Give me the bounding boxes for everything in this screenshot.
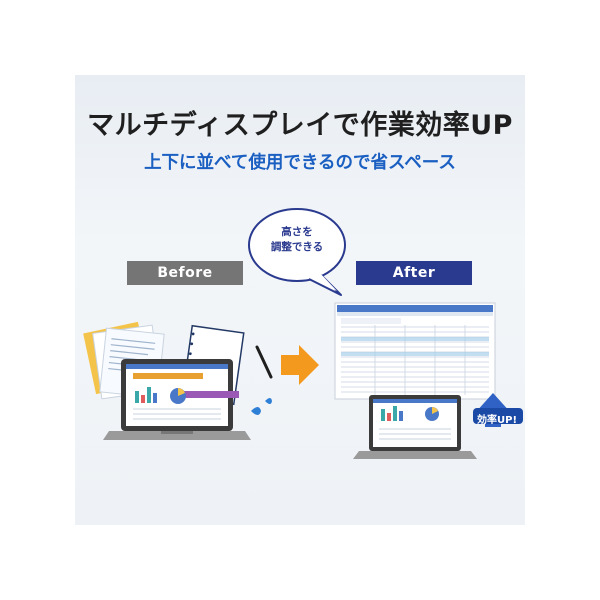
headline: マルチディスプレイで作業効率UP: [87, 110, 513, 141]
speech-bubble: [248, 208, 346, 296]
bubble-line-2: 調整できる: [270, 241, 324, 253]
efficiency-badge: [473, 408, 523, 424]
subheadline: 上下に並べて使用できるので省スペース: [144, 153, 456, 173]
pen-icon: [255, 345, 273, 379]
sweat-drop-icon: [251, 398, 272, 415]
before-label: Before: [127, 261, 243, 285]
top-monitor: [334, 302, 496, 405]
after-label: After: [356, 261, 472, 285]
efficiency-badge-label: 効率UP!: [477, 415, 518, 426]
bubble-line-1: 高さを: [281, 226, 313, 238]
promo-panel: マルチディスプレイで作業効率UP 上下に並べて使用できるので省スペース Befo…: [75, 75, 525, 525]
after-laptop: [353, 395, 477, 459]
before-laptop: [103, 359, 251, 440]
bubble-text: 高さを 調整できる: [252, 225, 342, 255]
illustration: [83, 208, 523, 459]
arrow-right-icon: [281, 345, 319, 385]
